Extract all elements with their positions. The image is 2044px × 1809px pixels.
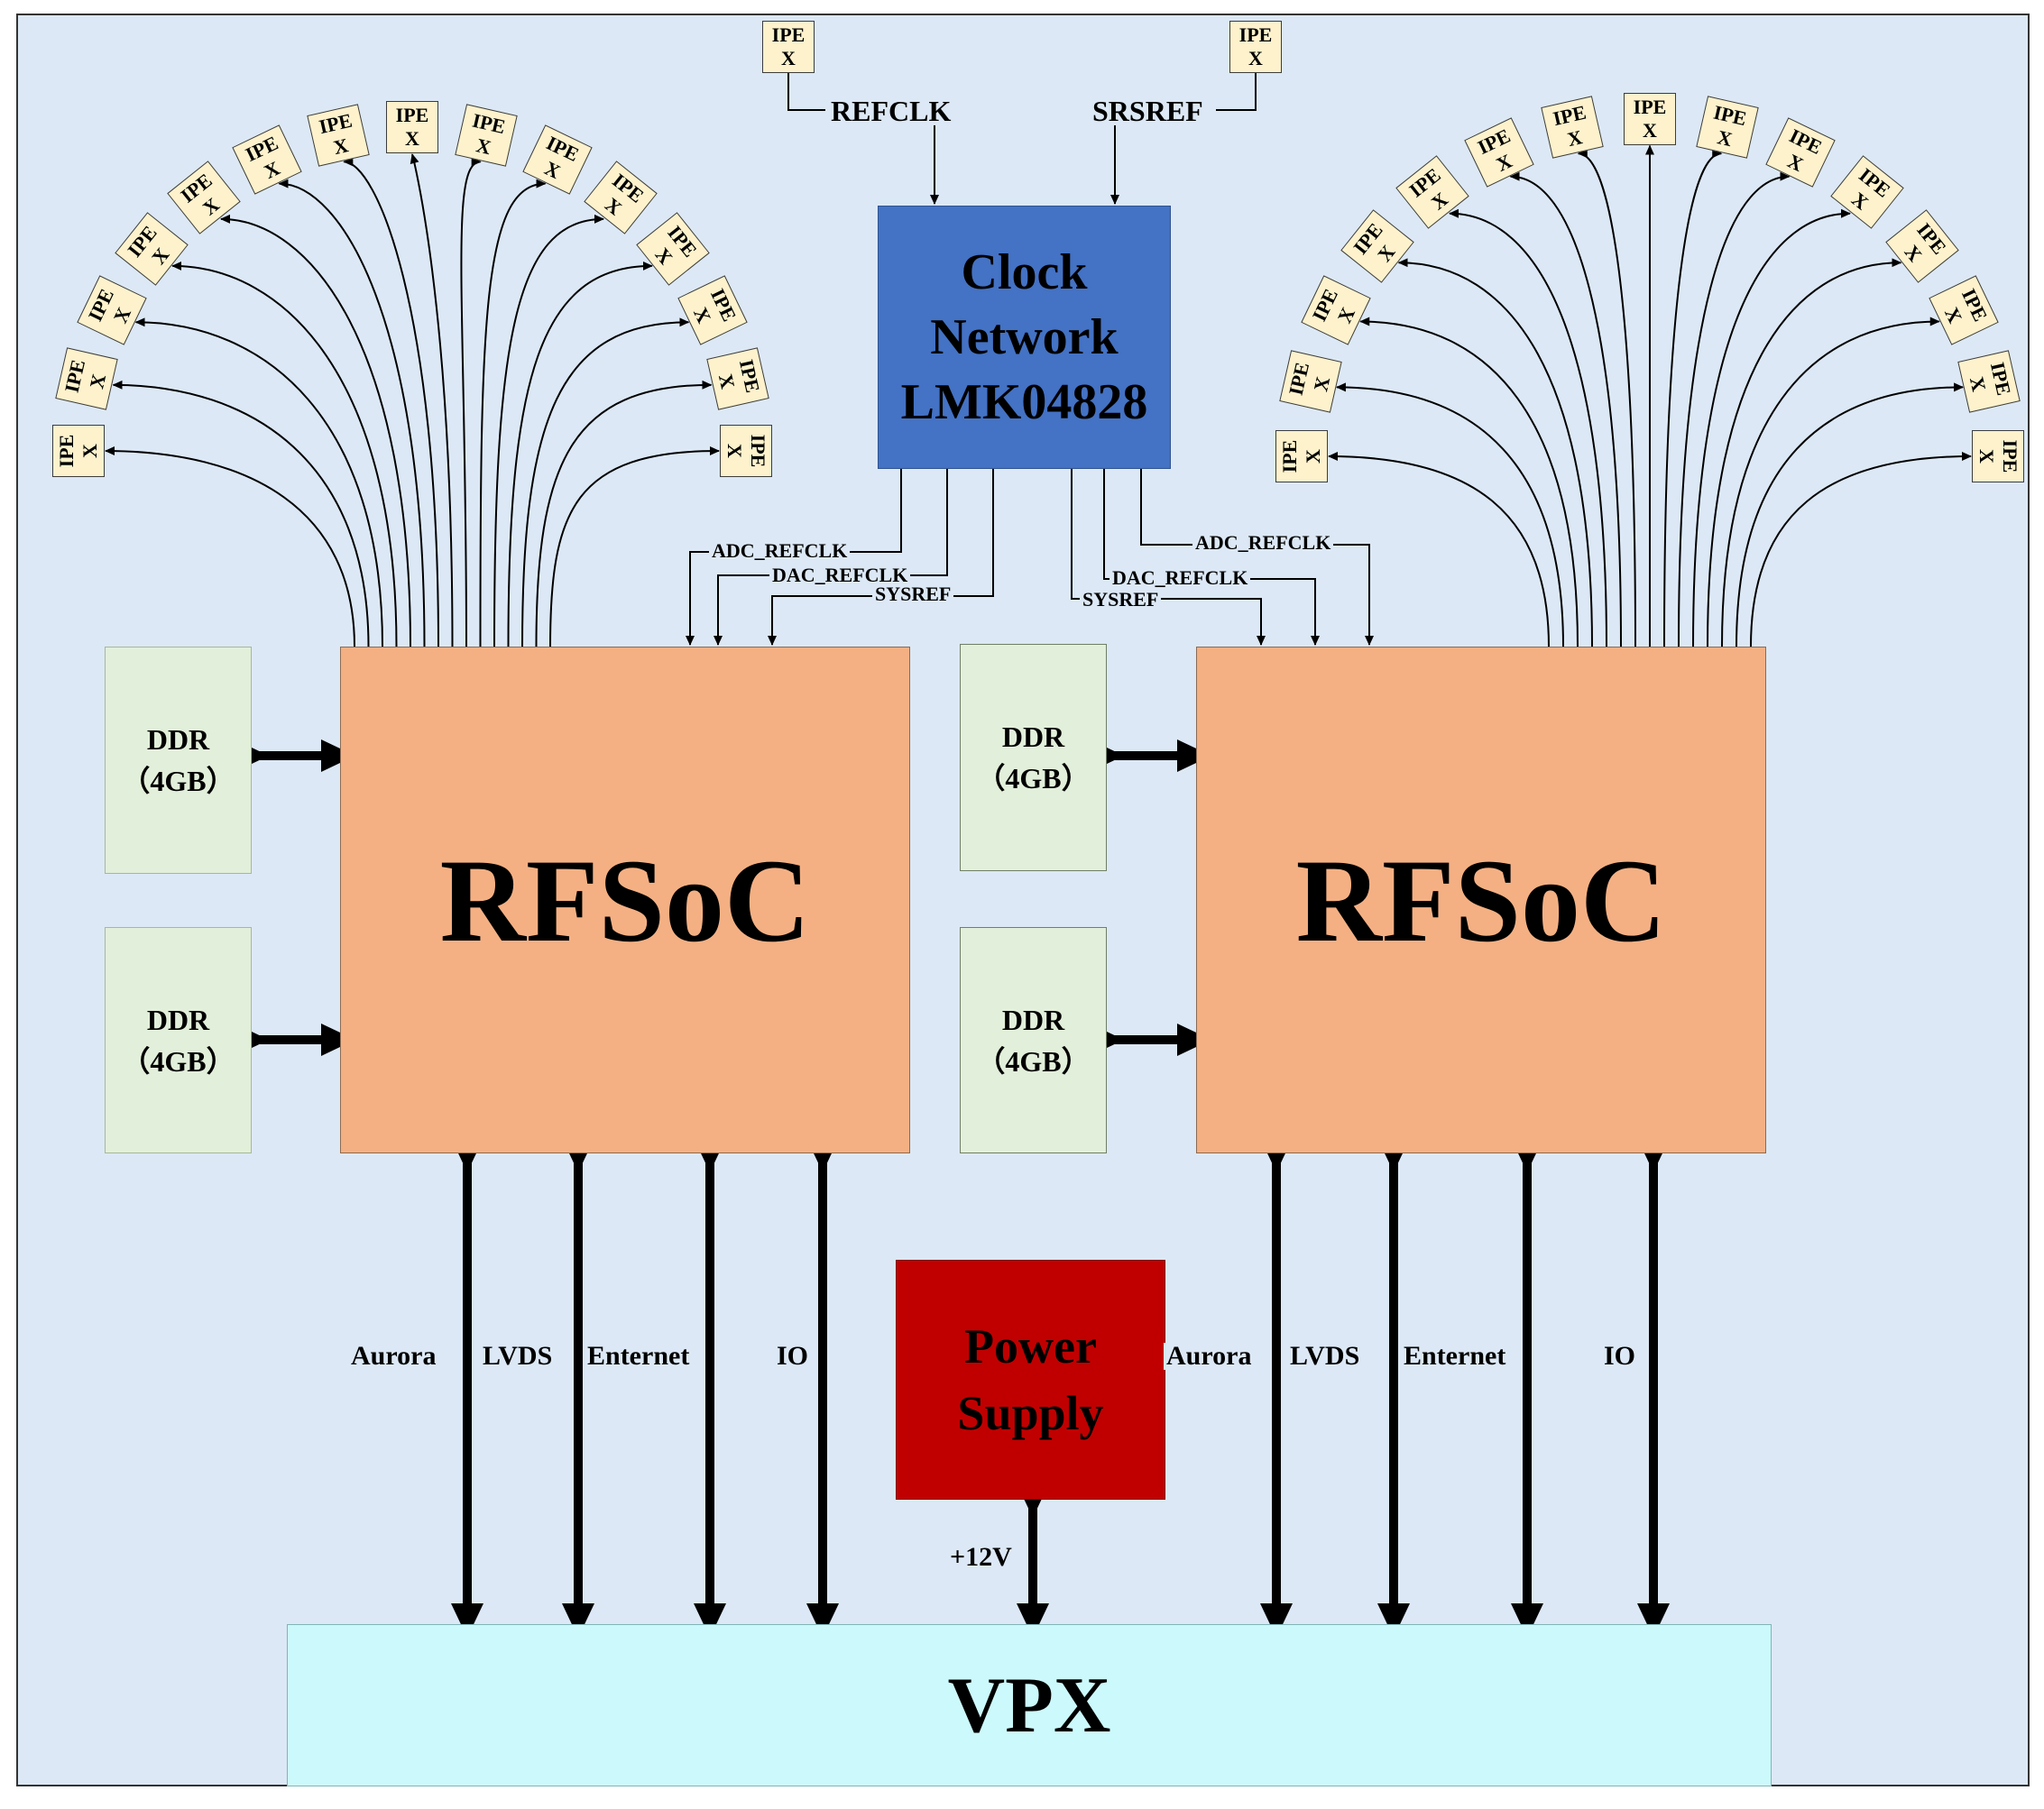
left-ipe-fan-line-12 bbox=[521, 317, 690, 647]
right-adc-refclk-label: ADC_REFCLK bbox=[1192, 533, 1334, 553]
ddr-size: （4GB） bbox=[976, 762, 1091, 794]
left-ipe-fan-line-7 bbox=[410, 153, 454, 647]
rfsoc-right-label: RFSoC bbox=[1295, 833, 1667, 967]
left-ipe-fan-line-8 bbox=[460, 157, 482, 647]
ddr-label: DDR bbox=[146, 723, 210, 756]
left-ipe-fan-line-9 bbox=[479, 179, 547, 647]
left-enternet-label: Enternet bbox=[585, 1343, 693, 1370]
clock-title-line1: Clock bbox=[961, 244, 1088, 300]
ddr-size: （4GB） bbox=[121, 1044, 235, 1078]
refclk-feed-line bbox=[787, 73, 825, 111]
left-lvds-label: LVDS bbox=[480, 1343, 556, 1370]
right-ipe-fan-line-3 bbox=[1397, 258, 1593, 647]
right-adc-refclk-line bbox=[1140, 469, 1374, 646]
right-dac-refclk-line bbox=[1103, 469, 1320, 646]
ddr-label: DDR bbox=[1001, 721, 1065, 753]
ddr-left-bottom-block: DDR （4GB） bbox=[105, 927, 252, 1153]
left-ipe-fan-line-13 bbox=[535, 380, 713, 647]
right-aurora-label: Aurora bbox=[1164, 1343, 1255, 1370]
clock-chip-name: LMK04828 bbox=[900, 374, 1148, 430]
right-ipe-fan-line-10 bbox=[1692, 208, 1851, 647]
clock-network-block: Clock Network LMK04828 bbox=[878, 206, 1171, 469]
right-lvds-label: LVDS bbox=[1287, 1343, 1363, 1370]
left-ipe-fan-line-4 bbox=[220, 214, 411, 647]
left-ipe-fan-line-5 bbox=[278, 179, 426, 647]
rfsoc-left-label: RFSoC bbox=[439, 833, 811, 967]
ddr-size: （4GB） bbox=[121, 765, 235, 797]
rfsoc-right-block: RFSoC bbox=[1196, 647, 1766, 1153]
left-ipe-fan-line-6 bbox=[343, 157, 439, 647]
power-input-label: +12V bbox=[950, 1542, 1012, 1572]
right-sysref-line bbox=[1071, 469, 1266, 646]
power-title-line1: Power bbox=[964, 1319, 1097, 1373]
ddr-right-top-block: DDR （4GB） bbox=[960, 644, 1107, 871]
right-ipe-fan-line-14 bbox=[1750, 452, 1972, 647]
ddr-label: DDR bbox=[146, 1003, 210, 1036]
ddr-right-bottom-block: DDR （4GB） bbox=[960, 927, 1107, 1153]
right-sysref-label: SYSREF bbox=[1080, 590, 1162, 610]
left-ipe-fan-line-1 bbox=[112, 380, 370, 647]
ddr-size: （4GB） bbox=[976, 1044, 1091, 1078]
left-aurora-label: Aurora bbox=[348, 1343, 439, 1370]
left-ipe-fan-line-2 bbox=[134, 317, 383, 647]
left-ipe-fan-line-3 bbox=[171, 261, 398, 647]
power-title-line2: Supply bbox=[957, 1386, 1104, 1440]
right-ipe-fan-line-13 bbox=[1736, 382, 1965, 647]
vpx-label: VPX bbox=[947, 1661, 1111, 1749]
ddr-label: DDR bbox=[1001, 1003, 1065, 1036]
left-io-label: IO bbox=[774, 1343, 812, 1370]
srsref-feed-line bbox=[1216, 73, 1257, 111]
left-sysref-label: SYSREF bbox=[872, 584, 954, 604]
right-ipe-fan-line-12 bbox=[1721, 317, 1940, 647]
right-io-label: IO bbox=[1601, 1343, 1639, 1370]
right-ipe-fan-line-4 bbox=[1449, 208, 1607, 647]
clock-title-line2: Network bbox=[930, 309, 1119, 365]
right-ipe-fan-line-11 bbox=[1707, 258, 1902, 647]
right-ipe-fan-line-8 bbox=[1663, 149, 1723, 647]
left-ipe-fan-line-0 bbox=[105, 446, 355, 647]
vpx-connector-block: VPX bbox=[287, 1624, 1772, 1786]
left-ipe-fan-line-11 bbox=[507, 261, 653, 647]
right-enternet-label: Enternet bbox=[1401, 1343, 1509, 1370]
right-ipe-fan-line-1 bbox=[1335, 382, 1564, 647]
left-ipe-fan-line-14 bbox=[549, 446, 720, 647]
right-dac-refclk-label: DAC_REFCLK bbox=[1109, 568, 1251, 588]
srsref-label: SRSREF bbox=[1090, 96, 1206, 125]
refclk-label: REFCLK bbox=[828, 96, 954, 125]
rfsoc-left-block: RFSoC bbox=[340, 647, 910, 1153]
ddr-left-top-block: DDR （4GB） bbox=[105, 647, 252, 874]
right-ipe-fan-line-0 bbox=[1328, 452, 1550, 647]
left-dac-refclk-label: DAC_REFCLK bbox=[769, 565, 911, 585]
right-ipe-fan-line-5 bbox=[1509, 171, 1622, 647]
right-ipe-fan-line-6 bbox=[1577, 149, 1636, 647]
left-ipe-fan-line-10 bbox=[493, 214, 604, 647]
power-supply-block: Power Supply bbox=[896, 1260, 1165, 1500]
right-ipe-fan-line-9 bbox=[1678, 171, 1791, 647]
right-ipe-fan-line-2 bbox=[1359, 317, 1579, 647]
left-adc-refclk-label: ADC_REFCLK bbox=[709, 541, 851, 561]
